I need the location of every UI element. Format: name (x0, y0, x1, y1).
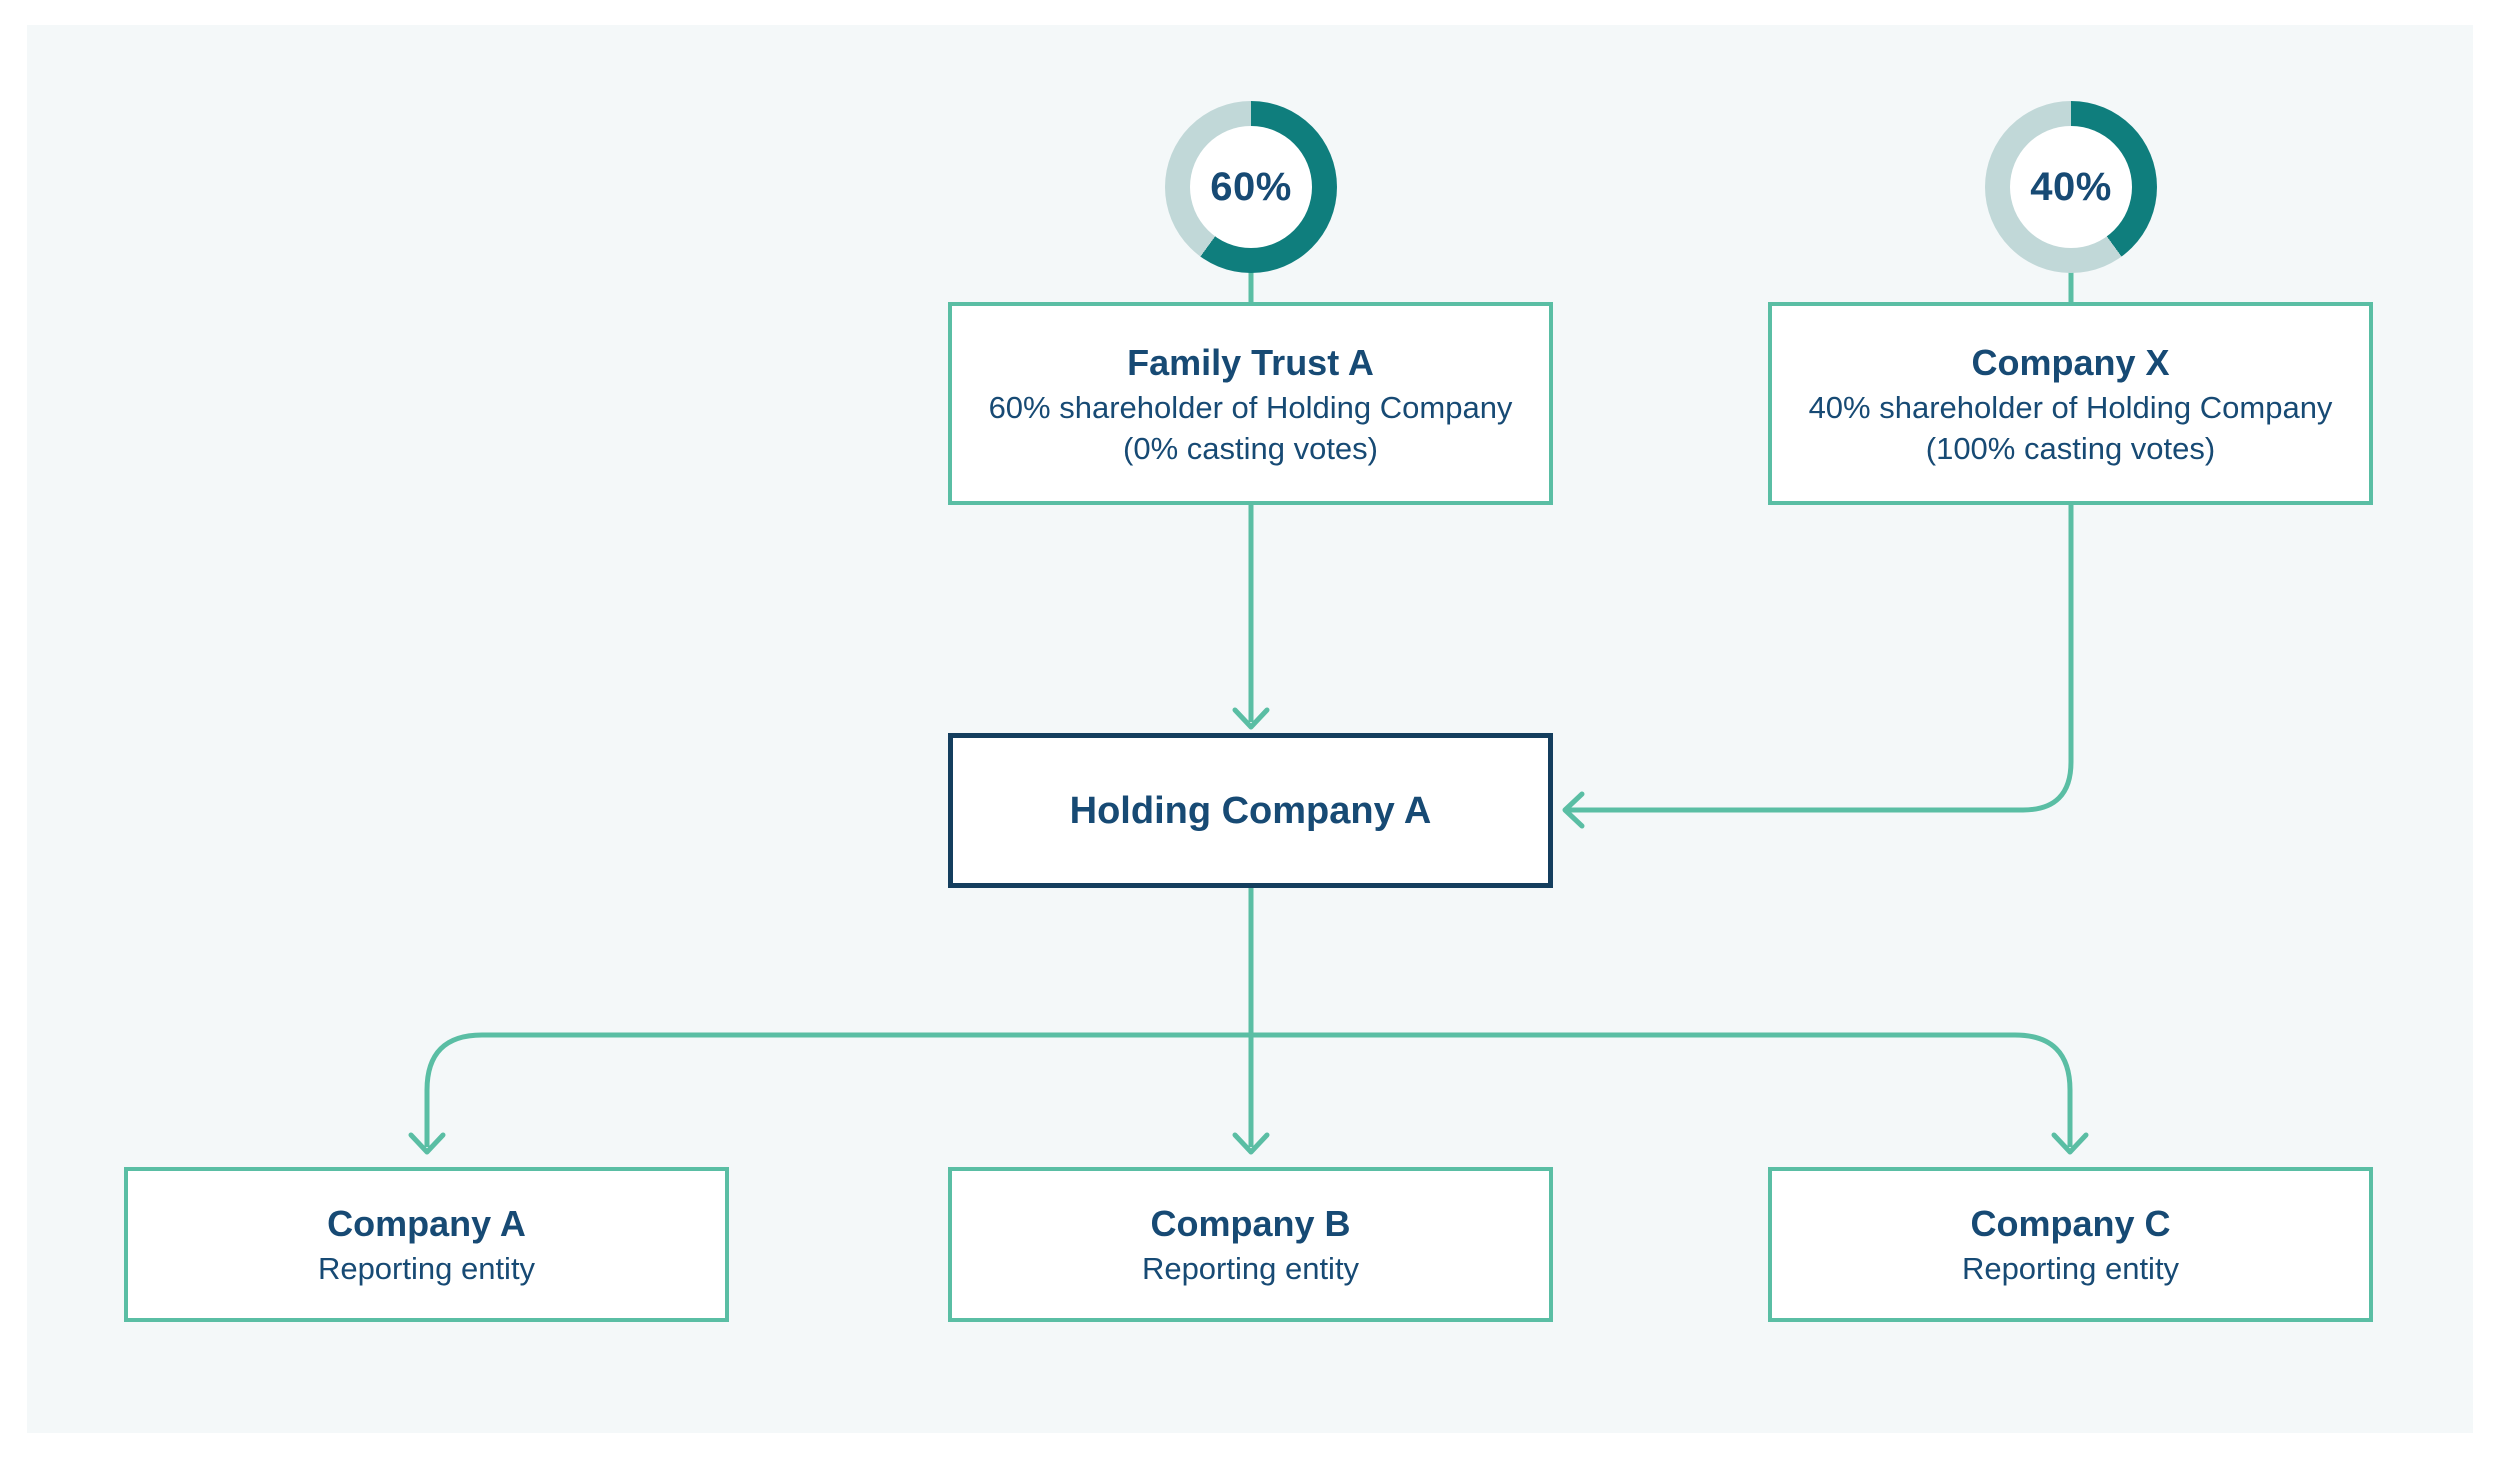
arrowhead-down-icon (2051, 1132, 2089, 1155)
arrowhead-left-icon (1562, 791, 1585, 829)
node-detail-line: (0% casting votes) (1123, 430, 1378, 466)
node-company-c: Company C Reporting entity (1768, 1167, 2373, 1322)
node-detail-line: (100% casting votes) (1925, 430, 2216, 466)
node-detail-line: 60% shareholder of Holding Company (988, 389, 1513, 425)
node-subtitle: Reporting entity (1141, 1251, 1360, 1286)
node-title: Holding Company A (1069, 789, 1432, 832)
donut-chart-40-percent: 40% (1985, 101, 2157, 273)
node-company-x: Company X 40% shareholder of Holding Com… (1768, 302, 2373, 505)
donut-label: 40% (2030, 164, 2112, 209)
donut-chart-60-percent: 60% (1165, 101, 1337, 273)
node-company-b: Company B Reporting entity (948, 1167, 1553, 1322)
donut-label: 60% (1210, 164, 1292, 209)
node-title: Company A (327, 1203, 526, 1244)
arrowhead-down-icon (408, 1132, 446, 1155)
node-detail-line: 40% shareholder of Holding Company (1808, 389, 2333, 425)
node-title: Company C (1970, 1203, 2171, 1244)
arrowhead-down-icon (1232, 707, 1270, 730)
node-family-trust-a: Family Trust A 60% shareholder of Holdin… (948, 302, 1553, 505)
edge-holding-branch (424, 1032, 2073, 1147)
arrowhead-down-icon (1232, 1132, 1270, 1155)
node-holding-company-a: Holding Company A (948, 733, 1553, 888)
edge-company-x-to-holding (1567, 505, 2074, 813)
node-subtitle: Reporting entity (317, 1251, 536, 1286)
node-title: Family Trust A (1127, 341, 1374, 383)
node-subtitle: Reporting entity (1961, 1251, 2180, 1286)
node-company-a: Company A Reporting entity (124, 1167, 729, 1322)
node-title: Company B (1150, 1203, 1351, 1244)
node-title: Company X (1971, 341, 2170, 383)
